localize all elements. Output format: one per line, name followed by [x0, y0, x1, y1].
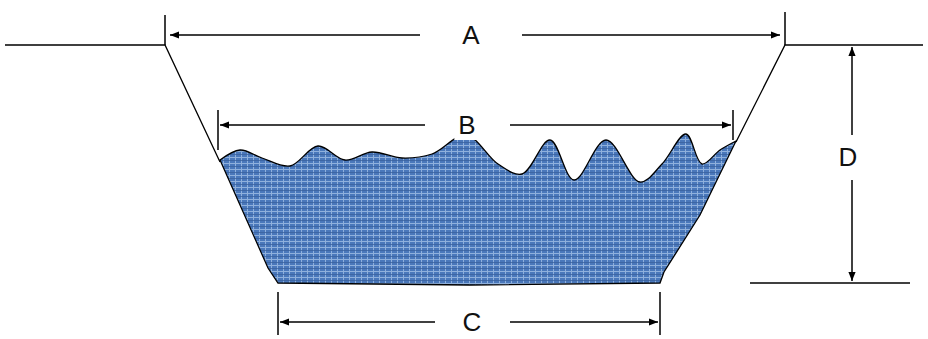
dimension-line [170, 34, 420, 36]
reference-line [750, 282, 910, 283]
dimension-line [280, 321, 435, 323]
dimension-line [851, 47, 853, 135]
dimension-label: C [459, 307, 486, 337]
dimension-line [220, 124, 425, 126]
bank-right [736, 45, 923, 142]
dimension-line [510, 124, 731, 126]
dimension-label: D [835, 142, 862, 172]
dimension-label: A [458, 20, 483, 50]
dimension-line [851, 180, 853, 281]
dimension-label: B [454, 110, 479, 140]
dimension-line [510, 321, 658, 323]
dimension-line [522, 34, 780, 36]
bank-left [5, 45, 220, 162]
water-body [220, 134, 736, 285]
water-fill [220, 134, 736, 285]
